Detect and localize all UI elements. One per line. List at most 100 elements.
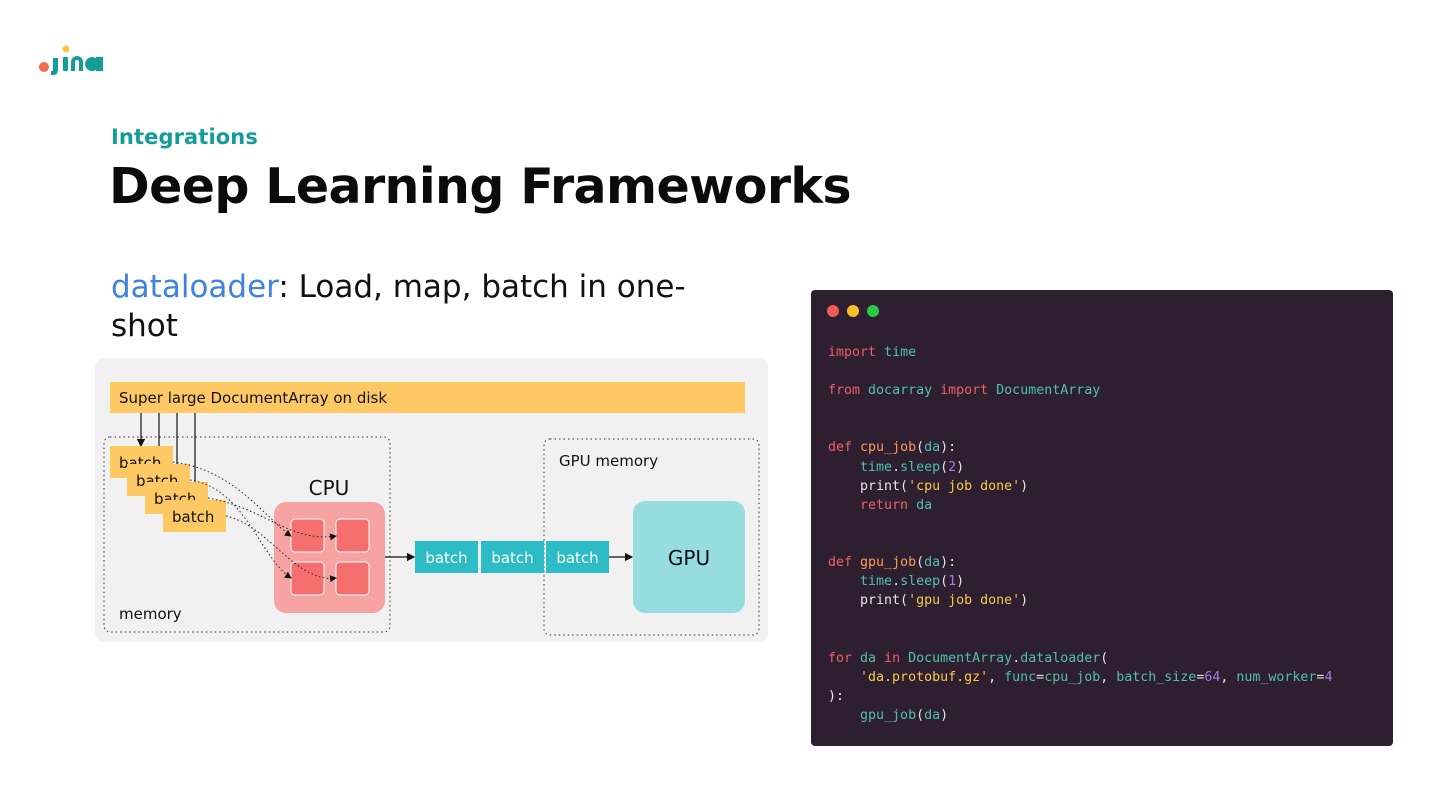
code-token: dataloader — [1020, 650, 1101, 666]
cpu-core-3 — [290, 561, 325, 596]
code-token: ) — [940, 707, 949, 723]
code-token: . — [892, 459, 901, 475]
code-token: time — [860, 574, 893, 590]
code-token — [988, 383, 996, 398]
code-token: = — [1036, 669, 1045, 685]
code-token — [932, 383, 940, 398]
code-token: docarray — [868, 383, 933, 399]
code-token: sleep — [900, 459, 941, 475]
code-line: gpu_job(da) — [828, 706, 1332, 725]
code-token: ): — [828, 688, 845, 704]
code-token: da — [924, 555, 941, 571]
subtitle-text: : Load, map, batch in one-shot — [111, 269, 686, 344]
code-token: 'cpu job done' — [908, 478, 1021, 494]
code-token: from — [828, 383, 861, 399]
dataloader-diagram: Super large DocumentArray on disk memory… — [95, 358, 768, 642]
code-token: gpu_job — [860, 555, 917, 571]
code-token: DocumentArray — [908, 650, 1013, 666]
code-token — [900, 651, 908, 666]
code-token: = — [1316, 669, 1325, 685]
pipeline-batch-label-2: batch — [491, 549, 533, 567]
code-token — [860, 383, 868, 398]
code-token — [852, 651, 860, 666]
code-token — [852, 555, 860, 570]
code-line: print('cpu job done') — [828, 477, 1332, 496]
pipeline-batch-3: batch — [546, 541, 609, 573]
code-token: def — [828, 440, 853, 456]
code-token: print( — [828, 593, 909, 609]
code-line — [828, 534, 1332, 553]
code-token: da — [924, 707, 941, 723]
code-token: sleep — [900, 574, 941, 590]
cpu-core-4 — [335, 561, 370, 596]
code-line: 'da.protobuf.gz', func=cpu_job, batch_si… — [828, 668, 1332, 687]
code-token: for — [828, 650, 853, 666]
code-token: da — [916, 497, 933, 513]
code-token: 'gpu job done' — [908, 593, 1021, 609]
gpu-box — [633, 501, 745, 613]
code-token: . — [892, 574, 901, 590]
maximize-dot-icon[interactable] — [867, 305, 879, 317]
code-token: ( — [940, 459, 949, 475]
code-token — [828, 670, 860, 685]
code-token: ( — [916, 440, 925, 456]
code-line — [828, 629, 1332, 648]
code-token: ( — [916, 555, 925, 571]
code-token: import — [940, 383, 989, 399]
slide-subtitle: dataloader: Load, map, batch in one-shot — [111, 268, 711, 346]
code-line: ): — [828, 687, 1332, 706]
code-token — [908, 498, 916, 513]
code-token — [876, 345, 884, 360]
dispatch-curve-3 — [207, 497, 337, 541]
cpu-core-2 — [335, 518, 370, 553]
code-token: gpu_job — [860, 707, 917, 723]
code-token: 4 — [1324, 669, 1333, 685]
code-token: import — [828, 345, 877, 360]
code-token: print( — [828, 478, 909, 494]
gpu-memory-label: GPU memory — [559, 452, 658, 470]
code-token: , — [988, 669, 1005, 685]
code-line — [828, 419, 1332, 438]
code-token: da — [924, 440, 941, 456]
code-token: . — [1012, 650, 1021, 666]
disk-bar: Super large DocumentArray on disk — [110, 382, 745, 413]
code-token: ): — [940, 440, 957, 456]
jina-logo — [38, 42, 108, 76]
code-token — [828, 574, 860, 589]
window-controls — [827, 305, 879, 317]
stacked-batch-4: batch — [163, 500, 226, 532]
close-dot-icon[interactable] — [827, 305, 839, 317]
code-line: return da — [828, 496, 1332, 515]
code-token: time — [884, 345, 917, 360]
code-token: ): — [940, 555, 957, 571]
code-line — [828, 362, 1332, 381]
code-window: import time from docarray import Documen… — [811, 290, 1393, 746]
page-title: Deep Learning Frameworks — [109, 158, 852, 215]
code-token: def — [828, 555, 853, 571]
minimize-dot-icon[interactable] — [847, 305, 859, 317]
code-token: 2 — [948, 459, 957, 475]
code-line: for da in DocumentArray.dataloader( — [828, 649, 1332, 668]
code-token: ( — [916, 707, 925, 723]
code-line — [828, 400, 1332, 419]
code-token: , — [1220, 669, 1237, 685]
code-line: time.sleep(2) — [828, 458, 1332, 477]
code-line: from docarray import DocumentArray — [828, 381, 1332, 400]
code-token: func — [1004, 669, 1037, 685]
stacked-batch-label-4: batch — [172, 508, 214, 526]
code-block: import time from docarray import Documen… — [828, 343, 1332, 725]
code-token: , — [1100, 669, 1117, 685]
code-token: = — [1196, 669, 1205, 685]
code-token: ) — [1020, 593, 1029, 609]
code-line — [828, 515, 1332, 534]
code-token: batch_size — [1116, 669, 1197, 685]
dataloader-keyword: dataloader — [111, 269, 279, 305]
code-token — [828, 708, 860, 723]
code-line: def cpu_job(da): — [828, 438, 1332, 457]
memory-label: memory — [119, 605, 182, 623]
code-token: ( — [1100, 650, 1109, 666]
code-line: time.sleep(1) — [828, 572, 1332, 591]
code-token: num_worker — [1236, 669, 1317, 685]
pipeline-batch-1: batch — [415, 541, 478, 573]
code-token: ( — [940, 574, 949, 590]
